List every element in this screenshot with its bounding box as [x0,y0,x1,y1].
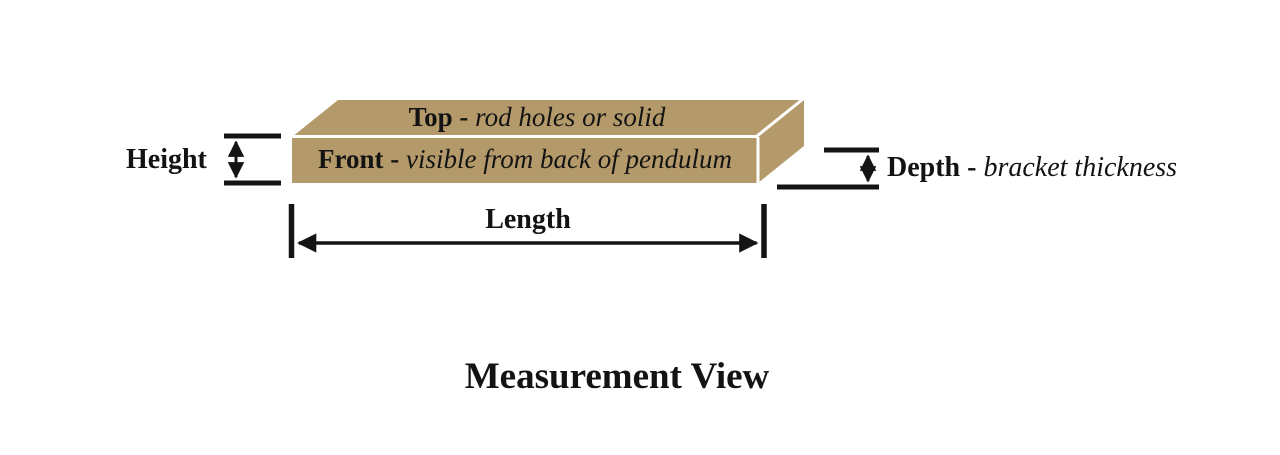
page-title: Measurement View [464,356,770,397]
top-face-label: Top - rod holes or solid [292,104,782,131]
front-face-title: Front - [318,144,400,174]
box-edge-top-side [756,97,804,138]
top-face-desc: rod holes or solid [475,102,666,132]
box-top-face [292,100,804,137]
top-face-title: Top - [408,102,469,132]
height-label: Height [126,144,207,175]
box-side-face [758,100,804,183]
depth-title: Depth - [887,152,977,183]
depth-label: Depth - bracket thickness [887,154,1177,182]
box-front-face [292,137,758,183]
length-label: Length [485,204,571,235]
depth-desc: bracket thickness [983,152,1178,183]
front-face-desc: visible from back of pendulum [406,144,732,174]
front-face-label: Front - visible from back of pendulum [292,146,758,173]
